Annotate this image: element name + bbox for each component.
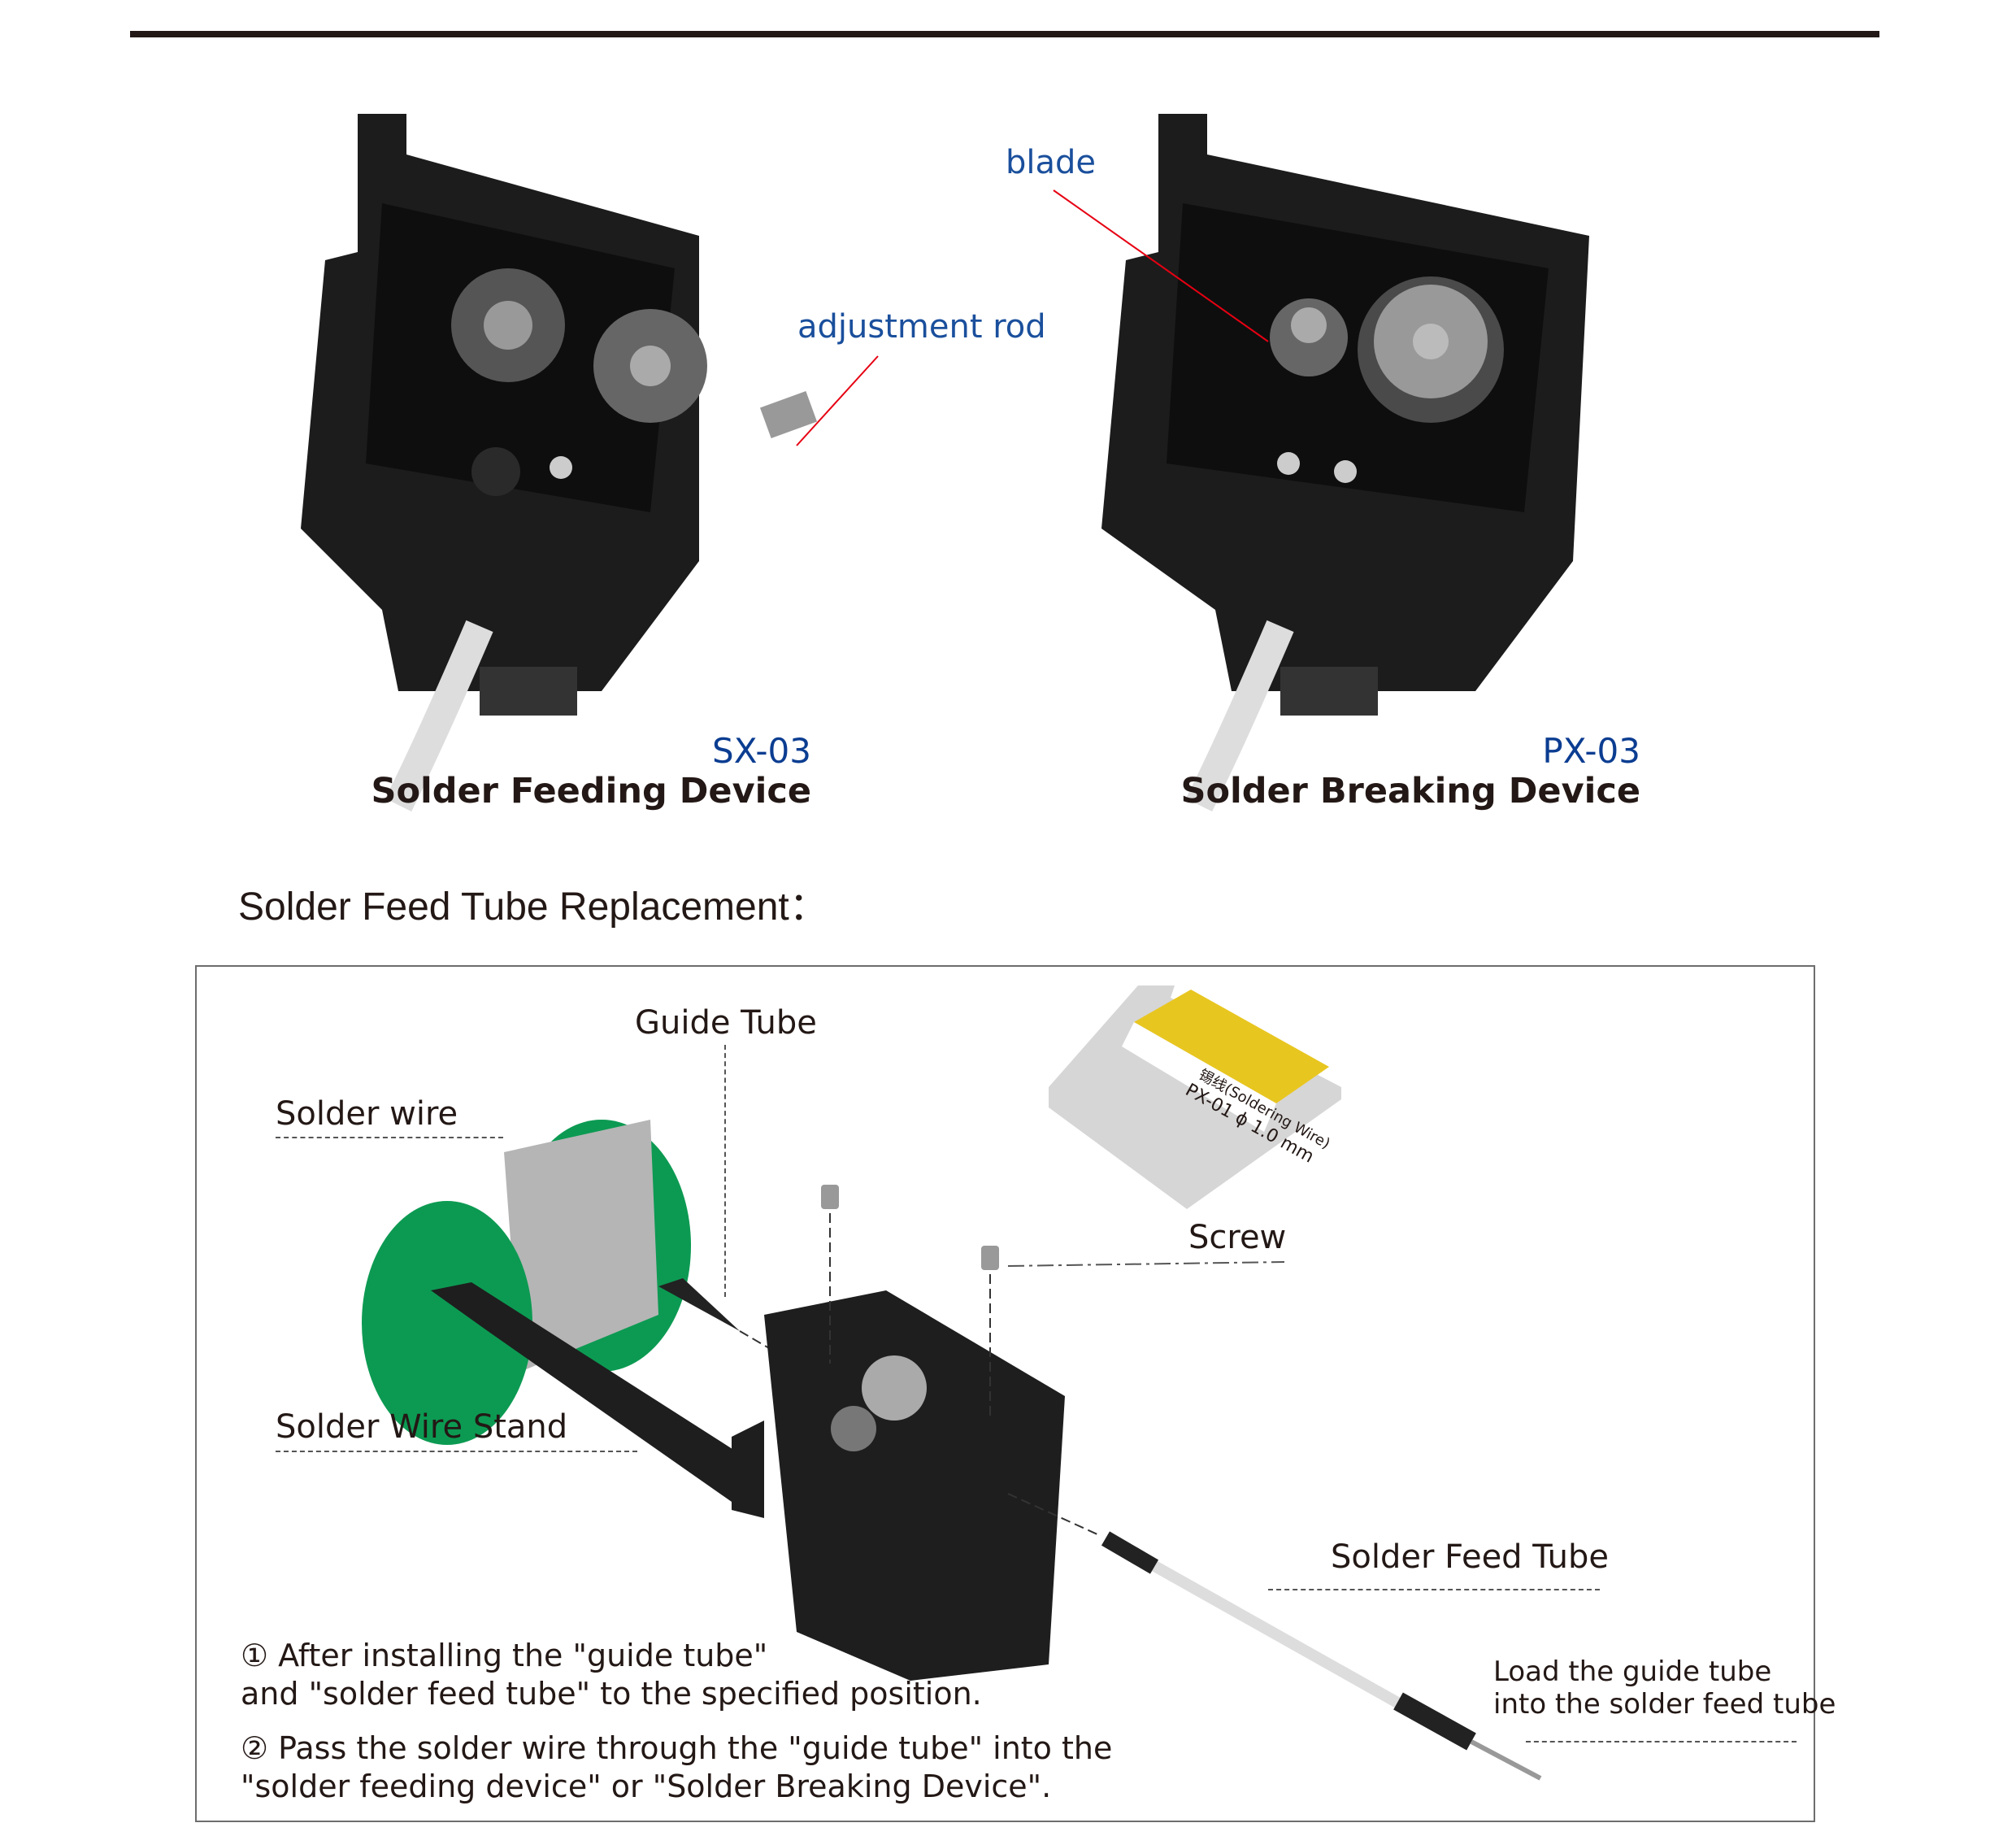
- solder-breaking-device-image: [1101, 114, 1589, 812]
- device-name-breaking: Solder Breaking Device: [1180, 771, 1640, 811]
- solder-wire-underline: [276, 1137, 503, 1138]
- adjustment-rod-leader-line: [796, 355, 879, 446]
- spool-flange-front: [362, 1201, 532, 1445]
- device-model-px03: PX-03: [1542, 731, 1640, 771]
- stand-underline: [276, 1451, 637, 1452]
- label-solder-feed-tube: Solder Feed Tube: [1331, 1538, 1609, 1576]
- adjustment-rod-callout: adjustment rod: [797, 308, 1046, 346]
- device-model-sx03: SX-03: [712, 731, 811, 771]
- label-screw: Screw: [1188, 1219, 1287, 1256]
- load-note: Load the guide tube into the solder feed…: [1493, 1655, 1836, 1721]
- step1-line2: and "solder feed tube" to the specified …: [241, 1676, 982, 1712]
- diagram-frame: [195, 965, 1815, 1822]
- guide-tube-leader: [724, 1045, 726, 1297]
- instruction-step-1: ① After installing the "guide tube" and …: [241, 1637, 982, 1713]
- label-solder-wire-stand: Solder Wire Stand: [276, 1408, 568, 1446]
- top-divider: [130, 31, 1879, 37]
- solder-feeding-device-image: [301, 114, 818, 812]
- step2-line2: "solder feeding device" or "Solder Break…: [241, 1769, 1052, 1804]
- assembly-diagram: [362, 985, 1542, 1781]
- blade-leader-line: [1053, 189, 1269, 342]
- feed-tube-underline: [1268, 1589, 1600, 1590]
- device-name-feeding: Solder Feeding Device: [371, 771, 812, 811]
- step2-line1: ② Pass the solder wire through the "guid…: [241, 1730, 1113, 1766]
- load-note-line2: into the solder feed tube: [1493, 1688, 1836, 1721]
- load-note-underline: [1526, 1741, 1797, 1742]
- blade-callout: blade: [1006, 144, 1097, 181]
- load-note-line1: Load the guide tube: [1493, 1655, 1772, 1688]
- section-title: Solder Feed Tube Replacement：: [238, 885, 828, 929]
- instruction-step-2: ② Pass the solder wire through the "guid…: [241, 1729, 1112, 1806]
- label-guide-tube: Guide Tube: [635, 1004, 817, 1042]
- step1-line1: ① After installing the "guide tube": [241, 1638, 768, 1673]
- label-solder-wire: Solder wire: [276, 1095, 458, 1133]
